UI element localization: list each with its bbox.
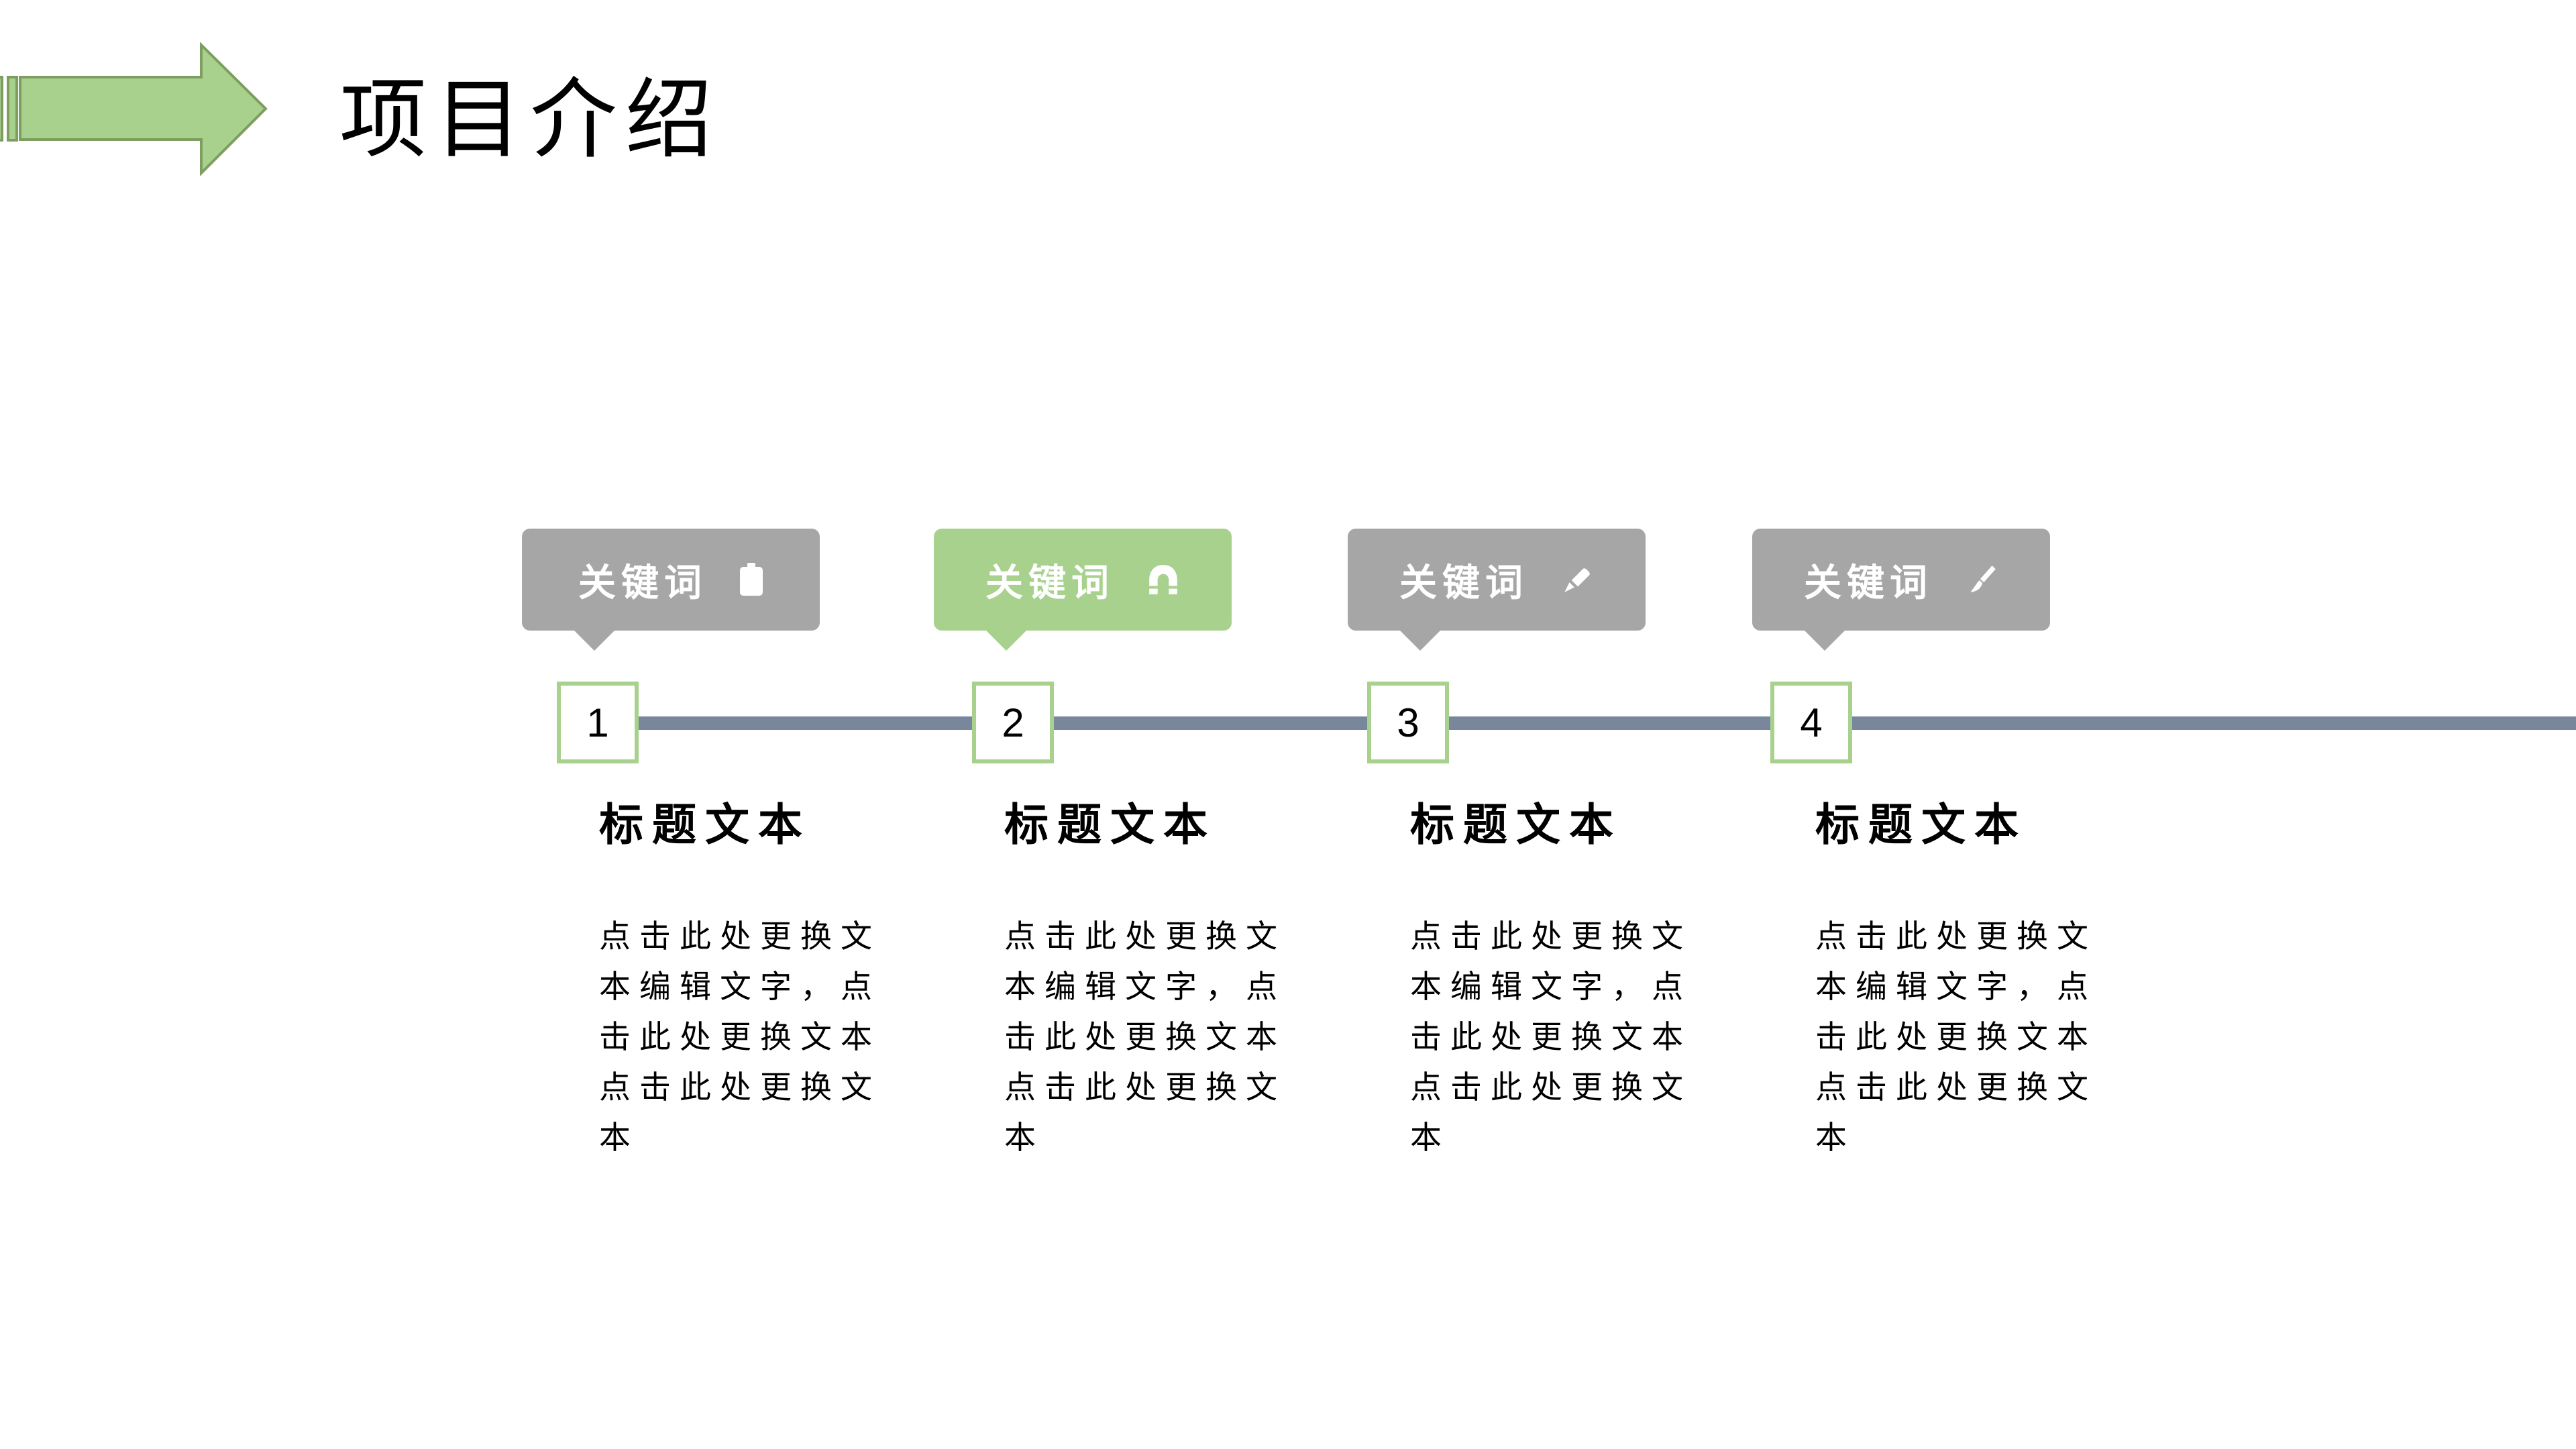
milestone-number-3: 3 (1367, 682, 1449, 763)
paintbrush-icon (1970, 566, 1996, 592)
badge-tail (1400, 631, 1440, 651)
timeline-line (596, 716, 2576, 730)
column-body-text: 点击此处更换文 本编辑文字，点 击此处更换文本 点击此处更换文 本 (599, 920, 881, 1156)
column-body-text: 点击此处更换文 本编辑文字，点 击此处更换文本 点击此处更换文 本 (1410, 920, 1692, 1156)
timeline-column-4: 标题文本 点击此处更换文 本编辑文字，点 击此处更换文本 点击此处更换文 本 (1815, 802, 2117, 1164)
clipboard-icon (740, 563, 763, 596)
keyword-badge-label: 关键词 (1399, 562, 1528, 604)
keyword-badge-label: 关键词 (985, 562, 1114, 604)
striped-right-arrow-icon (0, 42, 268, 176)
column-title: 标题文本 (599, 801, 811, 850)
timeline-column-3: 标题文本 点击此处更换文 本编辑文字，点 击此处更换文本 点击此处更换文 本 (1410, 802, 1712, 1164)
pencil-icon (1564, 568, 1590, 592)
magnet-icon (1149, 565, 1177, 594)
column-title: 标题文本 (1815, 801, 2027, 850)
keyword-badge-3: 关键词 (1348, 529, 1646, 651)
badge-tail (1805, 631, 1845, 651)
keyword-badge-2: 关键词 (934, 529, 1232, 651)
keyword-badge-1: 关键词 (522, 529, 820, 651)
milestone-number-2: 2 (972, 682, 1054, 763)
keyword-badge-label: 关键词 (578, 562, 707, 604)
milestone-number-4: 4 (1770, 682, 1852, 763)
column-body-text: 点击此处更换文 本编辑文字，点 击此处更换文本 点击此处更换文 本 (1004, 920, 1286, 1156)
column-body-text: 点击此处更换文 本编辑文字，点 击此处更换文本 点击此处更换文 本 (1815, 920, 2097, 1156)
milestone-number-1: 1 (557, 682, 639, 763)
column-title: 标题文本 (1410, 801, 1622, 850)
badge-tail (574, 631, 614, 651)
keyword-badge-4: 关键词 (1752, 529, 2050, 651)
timeline-column-1: 标题文本 点击此处更换文 本编辑文字，点 击此处更换文本 点击此处更换文 本 (599, 802, 901, 1164)
badge-tail (986, 631, 1026, 651)
keyword-badge-label: 关键词 (1804, 562, 1933, 604)
column-title: 标题文本 (1004, 801, 1216, 850)
slide-title: 项目介绍 (339, 72, 721, 169)
timeline-column-2: 标题文本 点击此处更换文 本编辑文字，点 击此处更换文本 点击此处更换文 本 (1004, 802, 1306, 1164)
